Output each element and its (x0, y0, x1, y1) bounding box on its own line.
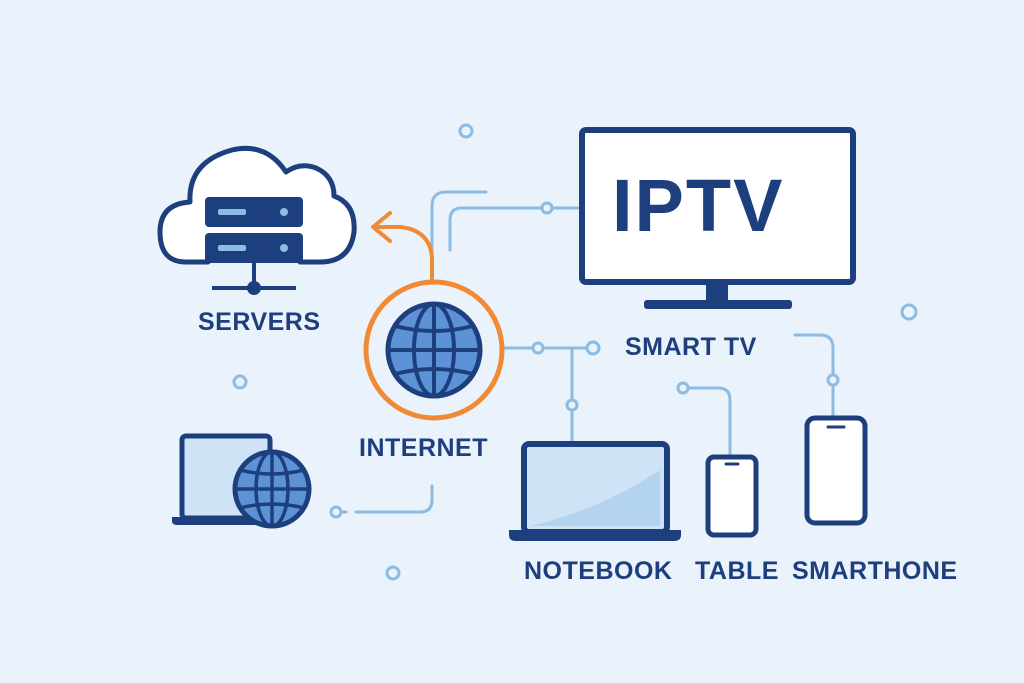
globe-parallel (394, 367, 474, 376)
arrow-to-servers-icon (371, 211, 434, 284)
globe-parallel (394, 324, 474, 333)
label-smart-tv: SMART TV (625, 333, 757, 361)
label-notebook: NOTEBOOK (524, 557, 673, 585)
laptop-base (172, 517, 262, 525)
tv-stand-base (644, 300, 792, 309)
server-unit-top (205, 197, 303, 227)
smartphone-body (804, 415, 868, 526)
server-light (280, 208, 288, 216)
server-node (247, 281, 261, 295)
dot (900, 303, 918, 321)
tablet-body (705, 454, 759, 538)
dot (531, 341, 545, 355)
smart-tv-icon (579, 127, 856, 309)
server-slot (218, 209, 246, 215)
server-light (280, 244, 288, 252)
notebook-base (509, 530, 681, 541)
smartphone-icon (804, 415, 868, 526)
connector-dots (232, 123, 918, 581)
dot (329, 505, 343, 519)
connector-tv-internet (448, 206, 580, 252)
label-servers: SERVERS (198, 308, 321, 336)
dot (540, 201, 554, 215)
label-tablet: TABLE (695, 557, 779, 585)
laptop-globe-icon (172, 433, 312, 529)
server-unit-bottom (205, 233, 303, 263)
connectors (334, 190, 835, 514)
notebook-icon (509, 441, 681, 541)
dot (385, 565, 401, 581)
arrow-head (371, 211, 392, 243)
dot (676, 381, 690, 395)
dot (585, 340, 601, 356)
connector-tablet (681, 386, 732, 457)
laptop-globe-parallel (239, 468, 305, 476)
tablet-icon (705, 454, 759, 538)
laptop-globe-parallel (239, 502, 305, 510)
arrow-line (376, 225, 434, 284)
connector-smartphone (793, 333, 835, 420)
server-slot (218, 245, 246, 251)
globe-icon (363, 279, 505, 421)
connector-internet-notebook (500, 346, 592, 444)
tv-stand-neck (706, 282, 728, 302)
cloud-server-icon (157, 145, 357, 295)
dot (565, 398, 579, 412)
dot (232, 374, 248, 390)
connector-branch-top (430, 190, 488, 260)
dot (458, 123, 474, 139)
tv-screen-text: IPTV (612, 164, 785, 247)
notebook-screen-shine (530, 470, 660, 526)
connector-laptop (334, 484, 434, 514)
dot (826, 373, 840, 387)
label-smartphone: SMARTHONE (792, 557, 958, 585)
label-internet: INTERNET (359, 434, 488, 462)
